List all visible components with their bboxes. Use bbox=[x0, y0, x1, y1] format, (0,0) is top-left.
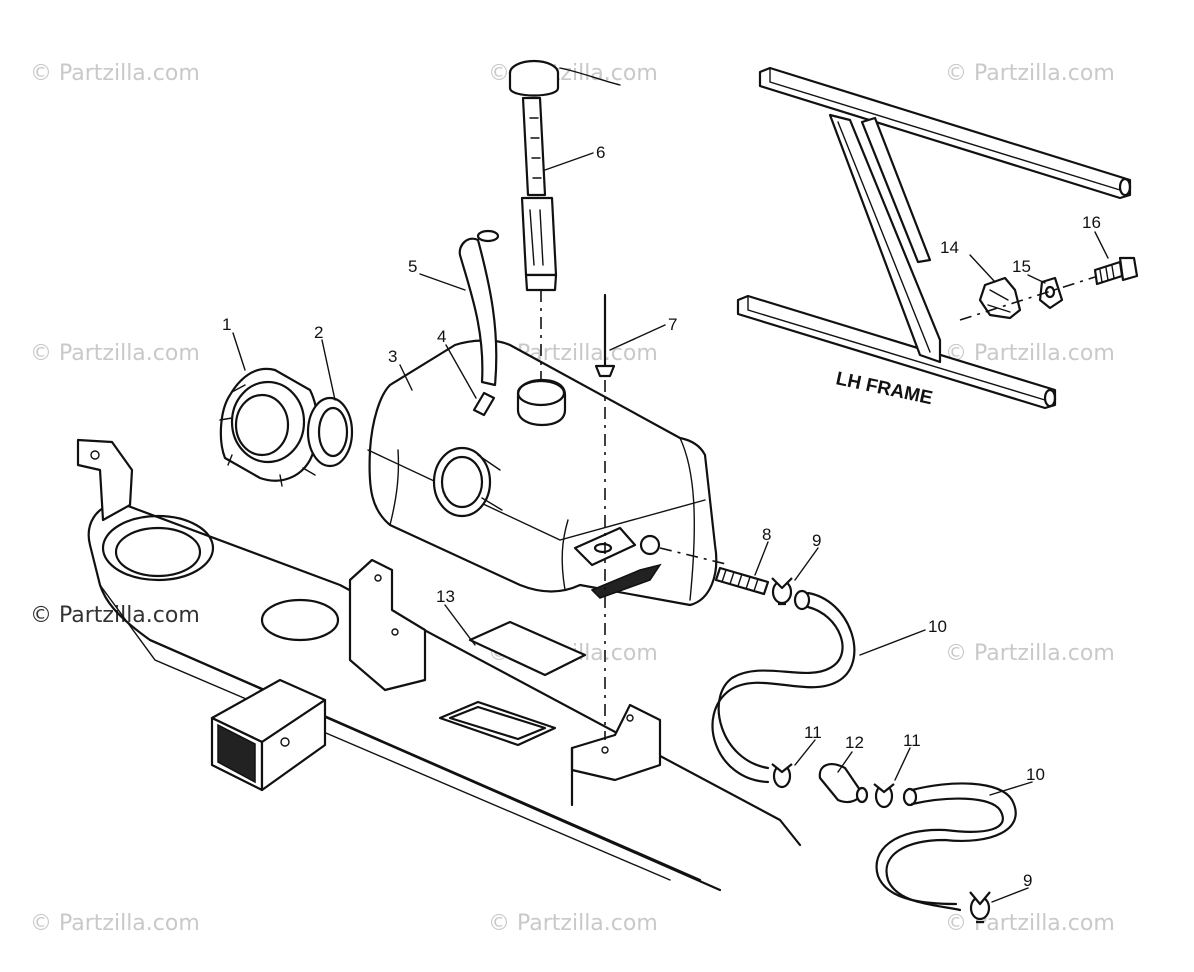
callout-1: 1 bbox=[222, 315, 231, 334]
hose-clamp bbox=[969, 891, 991, 924]
watermark: © Partzilla.com bbox=[945, 911, 1115, 936]
lh-frame-label: LH FRAME bbox=[834, 368, 934, 409]
oil-hose-upper-inner bbox=[717, 605, 844, 770]
callout-2: 2 bbox=[314, 323, 323, 342]
callout-4: 4 bbox=[437, 327, 446, 346]
callout-14: 14 bbox=[940, 238, 959, 257]
callout-11: 11 bbox=[903, 731, 921, 750]
watermark: © Partzilla.com bbox=[945, 641, 1115, 666]
callout-leaders bbox=[232, 152, 1109, 903]
hose-end bbox=[902, 787, 918, 807]
callout-10: 10 bbox=[928, 617, 947, 636]
watermark: © Partzilla.com bbox=[945, 61, 1115, 86]
callout-15: 15 bbox=[1012, 257, 1031, 276]
watermark: © Partzilla.com bbox=[945, 341, 1115, 366]
cap-gasket bbox=[306, 396, 354, 468]
watermark: © Partzilla.com bbox=[488, 911, 658, 936]
tank-decal bbox=[468, 620, 587, 677]
callout-11: 11 bbox=[804, 723, 822, 742]
vent-hose-end bbox=[476, 229, 500, 243]
dipstick bbox=[508, 59, 621, 380]
watermark: © Partzilla.com bbox=[30, 61, 200, 86]
outlet-spring bbox=[714, 566, 770, 596]
vent-fitting bbox=[472, 391, 496, 417]
hose-clamp bbox=[873, 783, 895, 809]
sensor-grommet bbox=[594, 364, 616, 378]
oil-hose-upper bbox=[711, 591, 856, 784]
oil-hose-lower-inner bbox=[875, 797, 1004, 906]
screw-centerline bbox=[959, 276, 1096, 321]
callout-12: 12 bbox=[845, 733, 864, 752]
oil-hose-lower bbox=[885, 782, 1017, 912]
callout-9: 9 bbox=[812, 531, 821, 550]
callout-5: 5 bbox=[408, 257, 417, 276]
screw-head bbox=[1118, 256, 1139, 282]
callout-3: 3 bbox=[388, 347, 397, 366]
hose-end bbox=[793, 589, 811, 611]
screw bbox=[1093, 260, 1124, 286]
mounting-bracket bbox=[1038, 276, 1064, 310]
inline-filter-nipple bbox=[855, 786, 869, 804]
watermark: © Partzilla.com bbox=[30, 341, 200, 366]
callout-6: 6 bbox=[596, 143, 605, 162]
callout-8: 8 bbox=[762, 525, 771, 544]
callout-numbers: 1 2 3 4 5 6 7 8 9 10 11 12 11 10 9 13 14… bbox=[222, 143, 1101, 890]
callout-10: 10 bbox=[1026, 765, 1045, 784]
lh-frame bbox=[736, 66, 1132, 410]
oil-tank-cap bbox=[219, 367, 319, 487]
outlet-centerline bbox=[659, 547, 731, 566]
watermark-dark: © Partzilla.com bbox=[30, 603, 200, 628]
hose-clamp bbox=[771, 577, 793, 606]
vent-hose bbox=[458, 237, 498, 387]
callout-9: 9 bbox=[1023, 871, 1032, 890]
watermark: © Partzilla.com bbox=[30, 911, 200, 936]
hose-clamp bbox=[771, 763, 793, 789]
oil-tank bbox=[367, 339, 718, 607]
frame-clip bbox=[978, 276, 1022, 320]
callout-16: 16 bbox=[1082, 213, 1101, 232]
callout-7: 7 bbox=[668, 315, 677, 334]
chassis-frame bbox=[76, 438, 802, 892]
callout-13: 13 bbox=[436, 587, 455, 606]
